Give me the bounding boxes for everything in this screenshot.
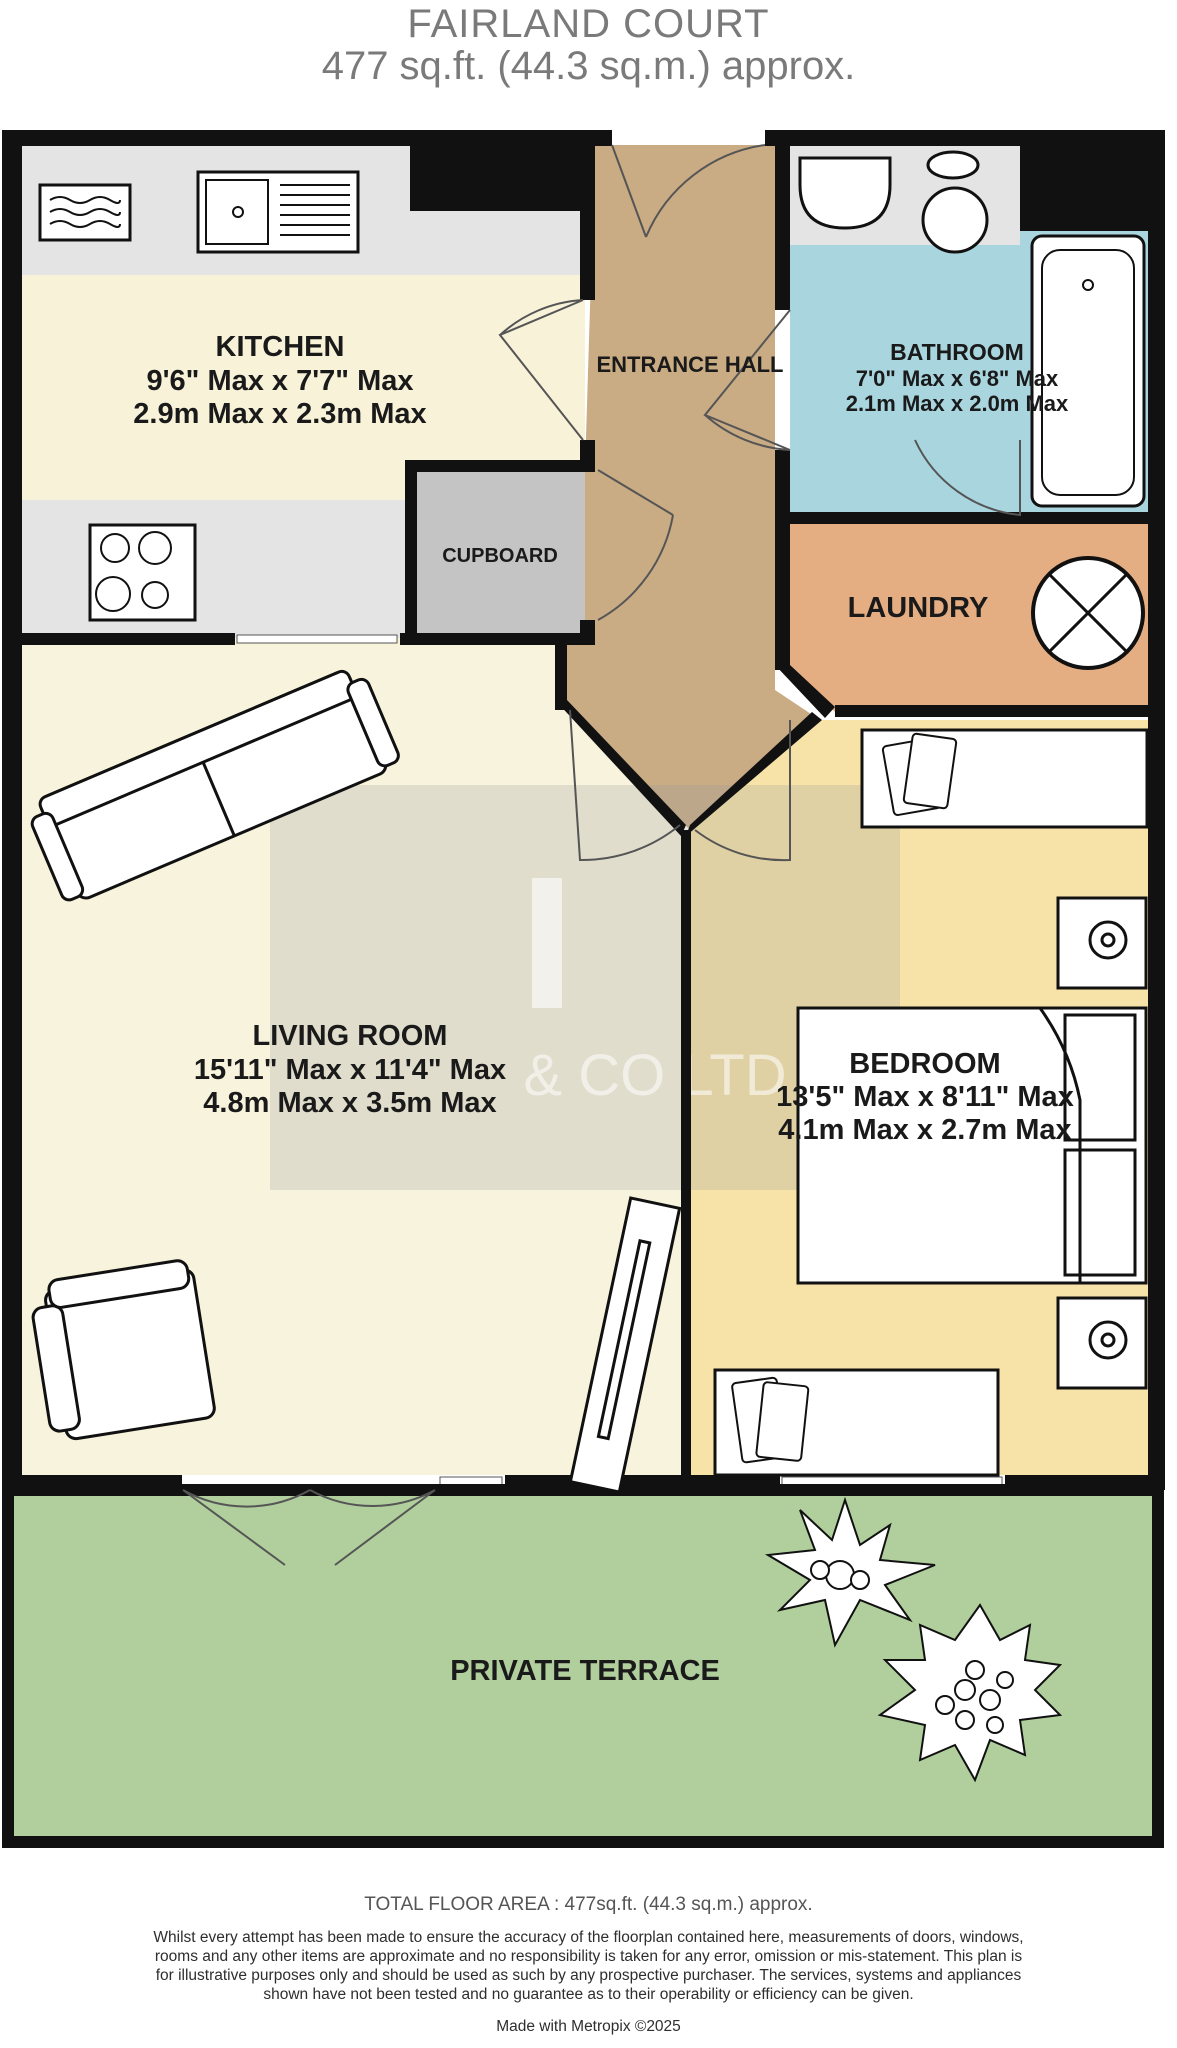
lamp-center — [1100, 1332, 1116, 1348]
watermark-logo — [532, 878, 562, 1008]
wall-top-right — [765, 130, 1165, 146]
hob-ring — [95, 576, 131, 612]
made-with-credit: Made with Metropix ©2025 — [496, 2018, 681, 2035]
bathroom-name: BATHROOM — [890, 339, 1024, 365]
wall-hall-diagonal-right — [686, 712, 822, 836]
bedroom-imperial: 13'5" Max x 8'11" Max — [776, 1081, 1074, 1113]
wall-cupboard-top — [405, 460, 595, 472]
terrace-plants — [764, 1496, 1063, 1783]
wall-hall-diagonal-left — [555, 700, 686, 836]
wall-hall-left — [555, 640, 567, 710]
microwave-waves — [49, 196, 121, 228]
bath-door-swing — [914, 439, 1021, 517]
sofa-icon — [30, 669, 400, 902]
bath-inner — [1041, 249, 1135, 496]
wall-laundry-bottom — [835, 705, 1150, 717]
hob-ring — [141, 581, 169, 609]
boiler-cross — [1048, 573, 1128, 653]
laundry-name: LAUNDRY — [848, 592, 989, 624]
hob-ring — [100, 533, 130, 563]
cupboard-door-swing[interactable] — [597, 469, 674, 621]
wall-living-bedroom — [681, 830, 691, 1485]
kitchen-metric: 2.9m Max x 2.3m Max — [133, 398, 426, 430]
kitchen-fittings — [38, 170, 360, 622]
wall-bath-laundry — [790, 512, 1150, 524]
washbasin-icon — [798, 156, 892, 230]
wall-laundry-diagonal — [775, 665, 835, 718]
plant-icon — [877, 1603, 1063, 1783]
kitchen-door-swing[interactable] — [498, 299, 584, 441]
bathroom-door-swing[interactable] — [703, 309, 791, 451]
disclaimer-text: Whilst every attempt has been made to en… — [153, 1929, 1024, 2003]
window-kitchen — [236, 634, 398, 644]
wall-hall-bath-upper — [775, 130, 790, 310]
living-room-metric: 4.8m Max x 3.5m Max — [203, 1087, 496, 1119]
sink-bowl — [205, 179, 269, 245]
hob-ring — [138, 531, 172, 565]
wall-left — [2, 130, 22, 1490]
bath-plug — [1082, 279, 1094, 291]
wall-right — [1148, 130, 1165, 1490]
entrance-hall-floor — [555, 145, 820, 830]
wall-kitchen-living-b — [400, 633, 595, 645]
bedroom-furniture — [713, 728, 1149, 1477]
wall-kitchen-hall-upper — [580, 130, 595, 300]
living-furniture — [30, 669, 682, 1494]
door-swings — [182, 144, 1021, 1566]
total-floor-area: TOTAL FLOOR AREA : 477sq.ft. (44.3 sq.m.… — [364, 1894, 813, 1915]
front-door-swing[interactable] — [611, 144, 766, 238]
bedroom-metric: 4.1m Max x 2.7m Max — [778, 1114, 1071, 1146]
toilet-cistern — [926, 150, 980, 180]
drainer-lines — [280, 184, 350, 236]
terrace-door-right-swing[interactable] — [309, 1489, 436, 1566]
bedroom-name: BEDROOM — [849, 1048, 1000, 1080]
bathroom-fittings — [798, 150, 1146, 508]
kitchen-worktop-bottom — [20, 500, 410, 638]
plan-area: 477 sq.ft. (44.3 sq.m.) approx. — [321, 44, 856, 88]
plant-icon — [764, 1496, 936, 1648]
wall-top-left — [2, 130, 612, 146]
entrance-hall-name: ENTRANCE HALL — [597, 352, 784, 377]
duvet-fold — [1038, 1007, 1082, 1283]
armchair-icon — [31, 1259, 216, 1441]
living-room-name: LIVING ROOM — [253, 1020, 448, 1052]
living-door-swing[interactable] — [569, 709, 681, 862]
plan-title: FAIRLAND COURT — [407, 2, 770, 46]
kitchen-name: KITCHEN — [216, 331, 345, 363]
terrace-name: PRIVATE TERRACE — [450, 1655, 720, 1687]
folded-shirt-icons — [731, 732, 958, 1464]
shirt-icon — [902, 732, 958, 810]
cupboard-name: CUPBOARD — [442, 545, 558, 567]
wall-kitchen-living-a — [20, 633, 235, 645]
kitchen-imperial: 9'6" Max x 7'7" Max — [147, 365, 414, 397]
tv-unit-icon — [568, 1196, 682, 1494]
pillow-bottom — [1063, 1148, 1137, 1277]
toilet-icon — [921, 186, 989, 254]
pillow-top — [1063, 1013, 1137, 1142]
terrace-door-left-swing[interactable] — [182, 1489, 311, 1566]
sink-drain — [232, 206, 244, 218]
watermark-text: & CO LTD — [523, 1043, 786, 1108]
wall-pillar-bathroom — [1020, 145, 1150, 231]
microwave-icon — [38, 183, 132, 242]
cupboard-floor — [410, 470, 585, 640]
shirt-icon — [755, 1381, 810, 1462]
watermark-box — [270, 785, 900, 1190]
bathroom-imperial: 7'0" Max x 6'8" Max — [856, 366, 1059, 391]
terrace-border — [2, 1484, 1164, 1848]
wall-pillar-kitchen — [410, 145, 580, 211]
hob-icon — [88, 523, 197, 622]
lamp-center — [1100, 932, 1116, 948]
wall-cupboard-left — [405, 460, 417, 645]
walls — [2, 130, 1165, 1490]
bathroom-metric: 2.1m Max x 2.0m Max — [846, 391, 1069, 416]
living-room-imperial: 15'11" Max x 11'4" Max — [194, 1054, 506, 1086]
bedroom-door-swing[interactable] — [694, 720, 791, 862]
bath-icon — [1030, 234, 1146, 508]
wall-hall-bath-lower — [775, 450, 790, 670]
